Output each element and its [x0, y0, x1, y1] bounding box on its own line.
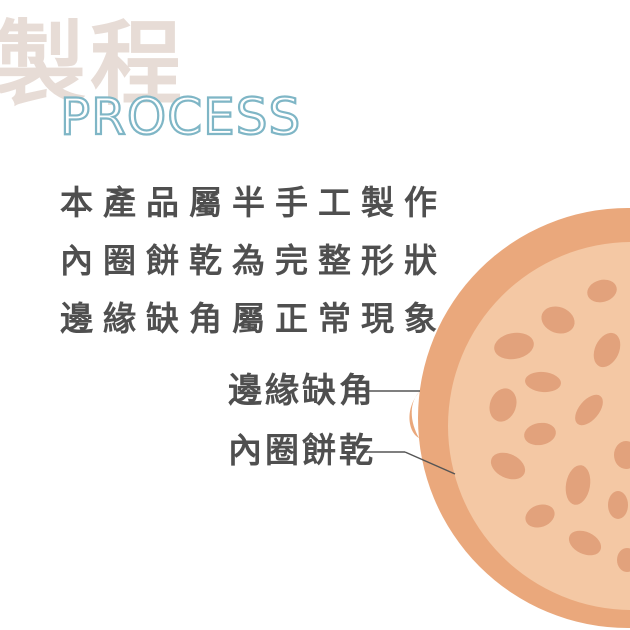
cookie-spot	[525, 371, 561, 393]
cookie-spot	[617, 548, 630, 572]
edge-chip	[409, 390, 421, 438]
cookie-spot	[614, 441, 630, 469]
cookie-spot	[587, 279, 617, 303]
description-line: 本產品屬半手工製作	[60, 183, 447, 222]
inner-callout-line-diagonal	[404, 451, 456, 475]
cookie-spot	[575, 394, 603, 426]
cookie-spot	[524, 422, 556, 446]
description-line: 邊緣缺角屬正常現象	[60, 299, 447, 338]
cookie-spot	[541, 306, 575, 334]
description-block: 本產品屬半手工製作 內圈餅乾為完整形狀 邊緣缺角屬正常現象	[60, 174, 447, 348]
inner-callout-label: 內圈餅乾	[228, 431, 376, 471]
cookie-spot	[568, 530, 602, 556]
description-line: 內圈餅乾為完整形狀	[60, 241, 447, 280]
edge-callout-label: 邊緣缺角	[228, 371, 376, 411]
cookie-spot	[565, 465, 591, 505]
cookie-spot	[525, 504, 555, 528]
cookie-spot	[489, 388, 517, 422]
cookie-spots	[489, 279, 630, 572]
cookie-spot	[608, 491, 628, 519]
cookie-spot	[494, 332, 534, 360]
watermark-title: 製程	[0, 10, 187, 118]
cookie-spot	[593, 332, 621, 368]
cookie-spot	[490, 452, 526, 480]
section-heading: PROCESS	[59, 88, 302, 146]
